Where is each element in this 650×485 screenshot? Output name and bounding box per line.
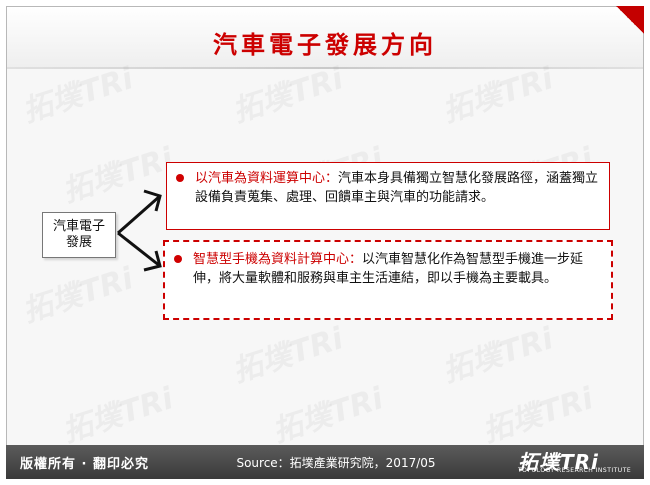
tri-logo: 拓墣TRi TOPOLOGY RESEARCH INSTITUTE	[512, 448, 634, 476]
logo-wordmark: 拓墣TRi	[518, 450, 599, 474]
corner-accent	[616, 6, 644, 34]
bullet-icon	[174, 255, 182, 263]
copyright-text: 版權所有 · 翻印必究	[20, 457, 149, 472]
item-heading: 以汽車為資料運算中心：	[195, 171, 339, 186]
arrow-to-item-2	[117, 231, 161, 268]
arrowhead-item-2	[143, 250, 162, 272]
logo-subtitle: TOPOLOGY RESEARCH INSTITUTE	[518, 467, 632, 474]
item-text: 汽車本身具備獨立智慧化發展路徑，涵蓋獨立設備負責蒐集、處理、回饋車主與汽車的功能…	[195, 171, 599, 205]
root-node: 汽車電子 發展	[42, 212, 116, 258]
page-title: 汽車電子發展方向	[213, 31, 437, 59]
arrowhead-item-1	[143, 189, 162, 212]
item-card-car-center: 以汽車為資料運算中心：汽車本身具備獨立智慧化發展路徑，涵蓋獨立設備負責蒐集、處理…	[166, 162, 610, 230]
item-card-phone-center: 智慧型手機為資料計算中心：以汽車智慧化作為智慧型手機進一步延伸，將大量軟體和服務…	[163, 240, 613, 320]
source-text: Source：拓墣產業研究院，2017/05	[236, 456, 436, 470]
root-label-line-1: 汽車電子	[52, 219, 105, 234]
arrow-to-item-1	[117, 194, 161, 235]
root-label-line-2: 發展	[65, 235, 92, 250]
item-text: 以汽車智慧化作為智慧型手機進一步延伸，將大量軟體和服務與車主生活連結，即以手機為…	[193, 252, 584, 286]
footer-bar: 版權所有 · 翻印必究 Source：拓墣產業研究院，2017/05 拓墣TRi…	[6, 445, 644, 479]
item-heading: 智慧型手機為資料計算中心：	[193, 252, 363, 267]
bullet-icon	[176, 174, 184, 182]
title-band: 汽車電子發展方向	[7, 7, 643, 69]
